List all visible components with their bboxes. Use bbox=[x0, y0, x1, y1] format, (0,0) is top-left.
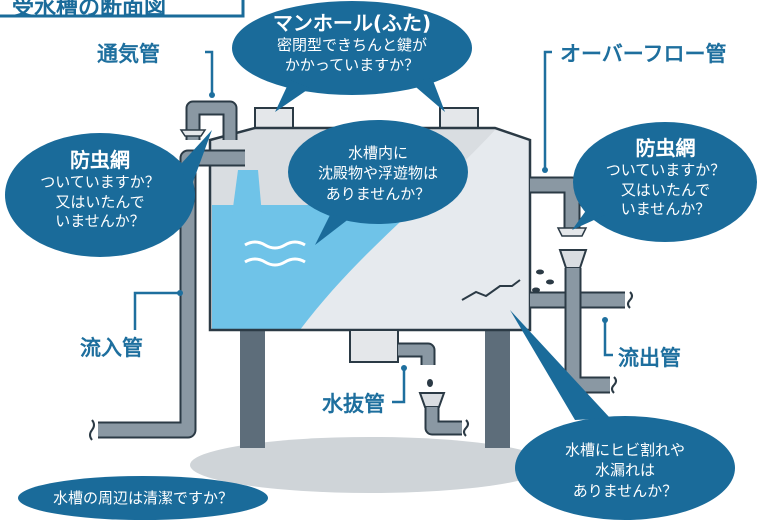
bubble-insect-right-text: 防虫網 ついていますか？ 又はいたんで いませんか？ bbox=[583, 135, 748, 220]
tank-outline bbox=[208, 126, 532, 332]
bubble-insect-left-tail bbox=[180, 130, 212, 190]
overflow-screen bbox=[556, 227, 588, 237]
leader-vent bbox=[205, 50, 214, 95]
leak-drop-2 bbox=[546, 279, 554, 285]
bubble-sediment-line1: 水槽内に bbox=[347, 144, 408, 162]
drain-funnel bbox=[418, 392, 446, 408]
bubble-insect-right-line3: いませんか？ bbox=[620, 200, 711, 218]
break-mark-overflow bbox=[611, 376, 617, 394]
bubble-manhole-text: マンホール(ふた) 密閉型できちんと鍵が かかっていますか？ bbox=[252, 10, 452, 75]
drain-lower bbox=[426, 407, 462, 434]
bubble-surroundings-line1: 水槽の周辺は清潔ですか？ bbox=[52, 489, 233, 507]
title-box bbox=[0, 0, 245, 18]
bubble-insect-left bbox=[5, 133, 195, 257]
diagram-title: 受水槽の断面図 bbox=[12, 0, 167, 21]
leader-inflow bbox=[133, 291, 180, 330]
leak-drop-3 bbox=[532, 287, 540, 293]
bubble-manhole-title: マンホール(ふた) bbox=[272, 11, 432, 35]
bubble-crack-line3: ありませんか？ bbox=[572, 481, 678, 500]
manhole-right bbox=[439, 107, 479, 131]
bubble-manhole-tail-left bbox=[275, 80, 310, 112]
leader-drain-dot bbox=[401, 365, 407, 371]
bubble-sediment-line3: ありませんか？ bbox=[325, 184, 431, 203]
bubble-sediment bbox=[288, 120, 468, 224]
label-vent-pipe: 通気管 bbox=[97, 42, 160, 66]
leader-overflow-dot bbox=[542, 167, 548, 173]
label-inflow-pipe: 流入管 bbox=[80, 336, 143, 360]
bubble-crack-line2: 水漏れは bbox=[594, 461, 655, 480]
bubble-surroundings-text: 水槽の周辺は清潔ですか？ bbox=[30, 488, 256, 508]
label-overflow-pipe: オーバーフロー管 bbox=[560, 42, 727, 66]
leak-drop-1 bbox=[536, 269, 544, 275]
bubble-insect-right-title: 防虫網 bbox=[635, 136, 696, 160]
inflow-pipe bbox=[98, 151, 245, 437]
bubble-insect-left-text: 防虫網 ついていますか？ 又はいたんで いませんか？ bbox=[15, 147, 185, 232]
bubble-sediment-text: 水槽内に 沈殿物や浮遊物は ありませんか？ bbox=[298, 143, 458, 204]
leader-outflow bbox=[603, 320, 613, 357]
leader-outflow-dot bbox=[602, 317, 608, 323]
drain-sump bbox=[349, 329, 399, 363]
bubble-manhole bbox=[232, 1, 472, 95]
bubble-crack bbox=[515, 416, 735, 520]
break-mark-drain bbox=[463, 419, 469, 437]
bubble-manhole-line2: かかっていますか？ bbox=[284, 55, 420, 74]
crack-line bbox=[461, 279, 521, 301]
drain-pipe bbox=[398, 344, 434, 365]
label-drain-pipe: 水抜管 bbox=[322, 392, 385, 416]
bubble-insect-right-line1: ついていますか？ bbox=[605, 161, 726, 179]
vent-pipe-screen bbox=[179, 129, 207, 137]
bubble-surroundings bbox=[18, 476, 268, 520]
bubble-sediment-line2: 沈殿物や浮遊物は bbox=[317, 164, 438, 183]
bubble-crack-line1: 水槽にヒビ割れや bbox=[564, 441, 685, 459]
leader-overflow bbox=[543, 50, 552, 170]
tank-water bbox=[212, 205, 420, 330]
tank-leg-right bbox=[485, 328, 510, 448]
leader-drain bbox=[392, 368, 406, 404]
bubble-insect-right bbox=[573, 122, 757, 242]
drain-drop bbox=[427, 379, 433, 387]
tank-leg-left bbox=[240, 328, 265, 448]
ground-shadow bbox=[190, 437, 550, 493]
break-mark-outflow bbox=[627, 291, 633, 309]
bubble-insect-left-line2: 又はいたんで bbox=[55, 192, 145, 211]
wave-2 bbox=[244, 257, 306, 267]
bubble-insect-right-tail bbox=[572, 205, 605, 230]
tank-inner-light bbox=[300, 130, 530, 330]
wave-1 bbox=[244, 240, 306, 250]
vent-pipe bbox=[187, 102, 236, 140]
bubble-manhole-line1: 密閉型できちんと鍵が bbox=[276, 36, 427, 54]
bubble-sediment-tail bbox=[315, 215, 350, 245]
bubble-insect-right-line2: 又はいたんで bbox=[620, 180, 711, 199]
bubble-manhole-tail-right bbox=[410, 78, 445, 112]
bubble-insect-left-line3: いませんか？ bbox=[55, 212, 145, 230]
manhole-left bbox=[254, 107, 294, 131]
bubble-crack-tail bbox=[510, 310, 610, 420]
label-outflow-pipe: 流出管 bbox=[618, 346, 681, 370]
bubble-insect-left-title: 防虫網 bbox=[70, 148, 130, 172]
overflow-pipe bbox=[530, 178, 579, 228]
leader-vent-dot bbox=[209, 92, 215, 98]
inflow-stream bbox=[232, 170, 262, 215]
break-mark-inflow bbox=[89, 419, 95, 441]
bubble-insect-left-line1: ついていますか？ bbox=[40, 173, 160, 191]
bubble-crack-text: 水槽にヒビ割れや 水漏れは ありませんか？ bbox=[535, 440, 715, 501]
leader-inflow-dot bbox=[177, 290, 183, 296]
overflow-funnel bbox=[558, 249, 588, 269]
